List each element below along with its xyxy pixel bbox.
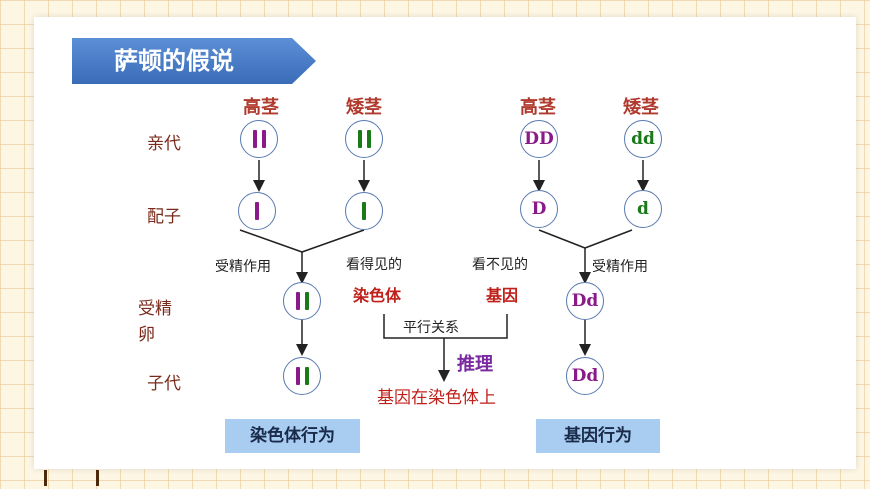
left-gamete-tall-circle xyxy=(238,192,276,230)
left-parent-short-circle xyxy=(345,120,383,158)
left-parent-tall-circle xyxy=(240,120,278,158)
chromosome-single-purple xyxy=(255,202,259,220)
right-gamete-short-circle: d xyxy=(624,190,662,228)
left-zygote-circle xyxy=(283,282,321,320)
right-short-header: 矮茎 xyxy=(623,97,659,118)
right-zygote-circle: Dd xyxy=(566,282,604,320)
chromosome-single-green xyxy=(362,202,366,220)
conclusion-label: 基因在染色体上 xyxy=(377,388,496,408)
left-offspring-circle xyxy=(283,357,321,395)
chromosome-behavior-label: 染色体行为 xyxy=(225,419,360,453)
chromosome-pair-purple xyxy=(252,130,266,148)
row-label-gamete: 配子 xyxy=(147,207,181,227)
page-title: 萨顿的假说 xyxy=(114,47,234,75)
inference-label: 推理 xyxy=(457,354,493,375)
right-tall-header: 高茎 xyxy=(520,97,556,118)
visible-chromosome-label: 染色体 xyxy=(353,286,402,305)
right-fertilization-label: 受精作用 xyxy=(592,259,648,275)
decorative-stick xyxy=(44,470,47,486)
chromosome-pair-mixed xyxy=(295,367,309,385)
parallel-bracket xyxy=(383,314,508,339)
left-gamete-short-circle xyxy=(345,192,383,230)
decorative-stick xyxy=(96,470,99,486)
chromosome-pair-green xyxy=(357,130,371,148)
invisible-top-label: 看不见的 xyxy=(472,257,528,273)
left-fertilization-label: 受精作用 xyxy=(215,259,271,275)
chromosome-pair-mixed xyxy=(295,292,309,310)
invisible-gene-label: 基因 xyxy=(486,286,519,305)
left-tall-header: 高茎 xyxy=(243,97,279,118)
line-right-gamete-merge-b xyxy=(584,229,633,249)
line-right-gamete-merge-a xyxy=(538,229,586,249)
right-parent-tall-circle: DD xyxy=(520,120,558,158)
slide-card xyxy=(34,17,856,469)
gene-behavior-label: 基因行为 xyxy=(536,419,660,453)
row-label-offspring: 子代 xyxy=(147,374,181,394)
line-left-gamete-merge-b xyxy=(301,229,365,253)
row-label-zygote: 受精卵 xyxy=(138,299,172,345)
row-label-parent: 亲代 xyxy=(147,134,181,154)
right-zygote-text: Dd xyxy=(571,291,599,311)
right-offspring-text: Dd xyxy=(571,366,599,386)
right-parent-short-circle: dd xyxy=(624,120,662,158)
visible-top-label: 看得见的 xyxy=(346,257,402,273)
title-banner: 萨顿的假说 xyxy=(72,38,316,84)
left-short-header: 矮茎 xyxy=(346,97,382,118)
right-offspring-circle: Dd xyxy=(566,357,604,395)
line-left-gamete-merge-a xyxy=(239,229,303,253)
parallel-relation-label: 平行关系 xyxy=(403,320,459,336)
right-gamete-tall-circle: D xyxy=(520,190,558,228)
